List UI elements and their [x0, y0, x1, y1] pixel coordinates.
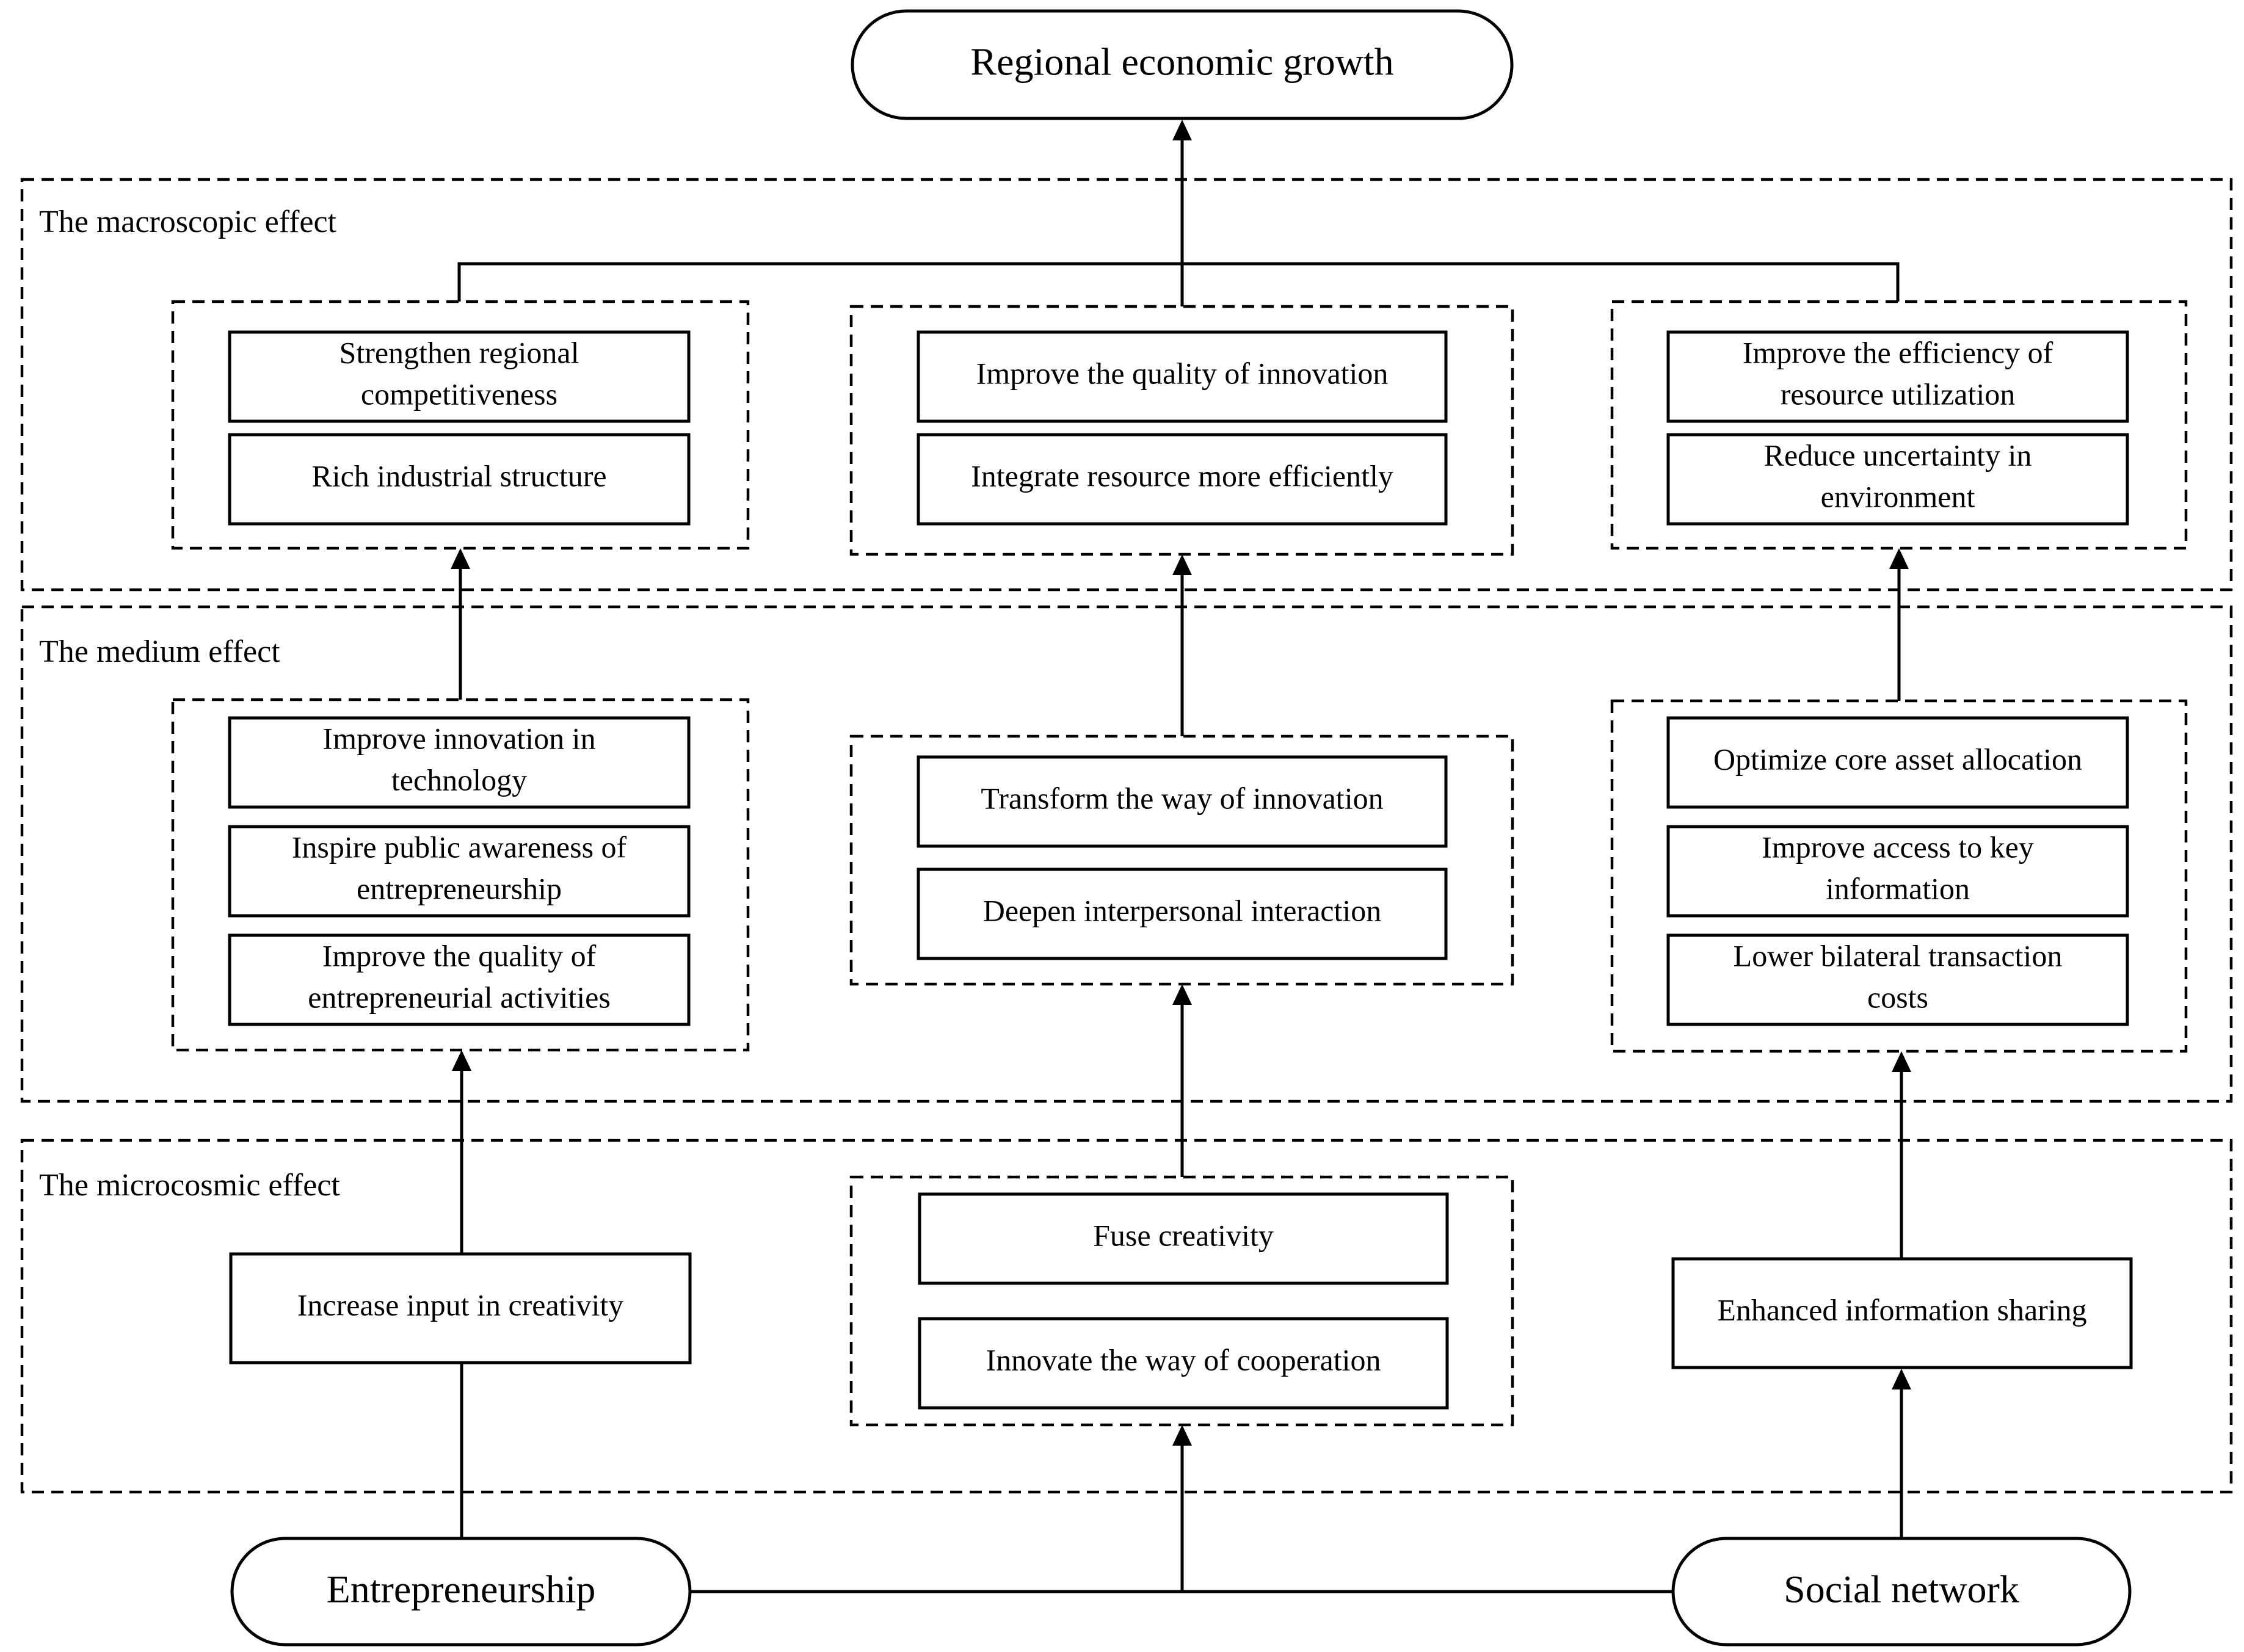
- macro-layer: The macroscopic effect: [20, 178, 2233, 592]
- medium-center-box-2: Deepen interpersonal interaction: [917, 868, 1448, 960]
- medium-center-group: [849, 734, 1514, 986]
- micro-layer: The microcosmic effect: [20, 1139, 2233, 1494]
- top-node: Regional economic growth: [851, 9, 1514, 120]
- medium-left-box-1-line-2: technology: [391, 763, 527, 797]
- micro-center-box-1-line-1: Fuse creativity: [1093, 1218, 1274, 1252]
- macro-left-box-2-line-1: Rich industrial structure: [311, 458, 606, 493]
- entrepreneurship-node: Entrepreneurship: [230, 1537, 692, 1647]
- medium-left-box-3-line-1: Improve the quality of: [322, 938, 597, 973]
- medium-left-box-2-line-1: Inspire public awareness of: [292, 830, 627, 864]
- macro-center-box-2-line-1: Integrate resource more efficiently: [971, 458, 1393, 493]
- medium-left-box-1-line-1: Improve innovation in: [322, 721, 595, 755]
- medium-left-box-2: Inspire public awareness of entrepreneurs…: [228, 825, 691, 918]
- medium-right-box-1-line-1: Optimize core asset allocation: [1713, 742, 2082, 776]
- macro-center-group: [849, 305, 1514, 556]
- micro-left-box-1: Increase input in creativity: [229, 1252, 692, 1364]
- medium-right-box-2-line-1: Improve access to key: [1762, 830, 2034, 864]
- medium-right-box-2-line-2: information: [1826, 871, 1970, 905]
- micro-layer-label: The microcosmic effect: [39, 1168, 340, 1203]
- medium-left-box-2-line-2: entrepreneurship: [357, 871, 562, 905]
- social-network-node-label: Social network: [1784, 1568, 2019, 1611]
- macro-layer-label: The macroscopic effect: [39, 205, 337, 239]
- micro-left-box-1-line-1: Increase input in creativity: [297, 1288, 624, 1322]
- micro-right-box-1: Enhanced information sharing: [1671, 1257, 2133, 1369]
- medium-layer-label: The medium effect: [39, 634, 280, 669]
- macro-right-box-1-line-2: resource utilization: [1781, 377, 2016, 411]
- micro-center-box-2: Innovate the way of cooperation: [918, 1317, 1449, 1410]
- micro-right-box-1-line-1: Enhanced information sharing: [1717, 1292, 2086, 1327]
- medium-left-box-3: Improve the quality of entrepreneurial ac…: [228, 933, 691, 1026]
- medium-layer: The medium effect: [20, 605, 2233, 1103]
- macro-left-box-1: Strengthen regional competitiveness: [228, 330, 691, 423]
- medium-left-box-3-line-2: entrepreneurial activities: [308, 980, 611, 1014]
- medium-right-group: [1610, 699, 2188, 1053]
- macro-center-box-1: Improve the quality of innovation: [917, 330, 1448, 423]
- macro-center-box-1-line-1: Improve the quality of innovation: [976, 356, 1389, 390]
- medium-center-box-1-line-1: Transform the way of innovation: [981, 781, 1383, 815]
- entrepreneurship-node-label: Entrepreneurship: [327, 1568, 596, 1611]
- top-node-label: Regional economic growth: [970, 40, 1393, 84]
- medium-right-box-1: Optimize core asset allocation: [1666, 716, 2129, 809]
- macro-right-box-2-line-1: Reduce uncertainty in: [1764, 438, 2032, 472]
- medium-right-box-3: Lower bilateral transaction costs: [1666, 933, 2129, 1026]
- medium-left-group: [171, 698, 750, 1052]
- micro-center-box-1: Fuse creativity: [918, 1192, 1449, 1285]
- macro-right-box-2-line-2: environment: [1821, 479, 1975, 513]
- medium-center-box-1: Transform the way of innovation: [917, 755, 1448, 848]
- medium-left-box-1: Improve innovation in technology: [228, 716, 691, 809]
- macro-center-box-2: Integrate resource more efficiently: [917, 433, 1448, 526]
- macro-left-box-2: Rich industrial structure: [228, 433, 691, 526]
- macro-right-box-1-line-1: Improve the efficiency of: [1743, 335, 2053, 369]
- macro-right-box-1: Improve the efficiency of resource utiliz…: [1666, 330, 2129, 423]
- micro-center-box-2-line-1: Innovate the way of cooperation: [986, 1342, 1381, 1377]
- medium-right-box-3-line-2: costs: [1867, 980, 1928, 1014]
- social-network-node: Social network: [1671, 1537, 2132, 1647]
- macro-left-box-1-line-2: competitiveness: [361, 377, 557, 411]
- connectors: [451, 120, 1911, 1593]
- medium-right-box-2: Improve access to key information: [1666, 825, 2129, 918]
- macro-right-box-2: Reduce uncertainty in environment: [1666, 433, 2129, 526]
- medium-right-box-3-line-1: Lower bilateral transaction: [1734, 938, 2063, 973]
- medium-center-box-2-line-1: Deepen interpersonal interaction: [983, 893, 1382, 927]
- micro-center-group: [849, 1175, 1514, 1427]
- macro-left-box-1-line-1: Strengthen regional: [340, 335, 579, 369]
